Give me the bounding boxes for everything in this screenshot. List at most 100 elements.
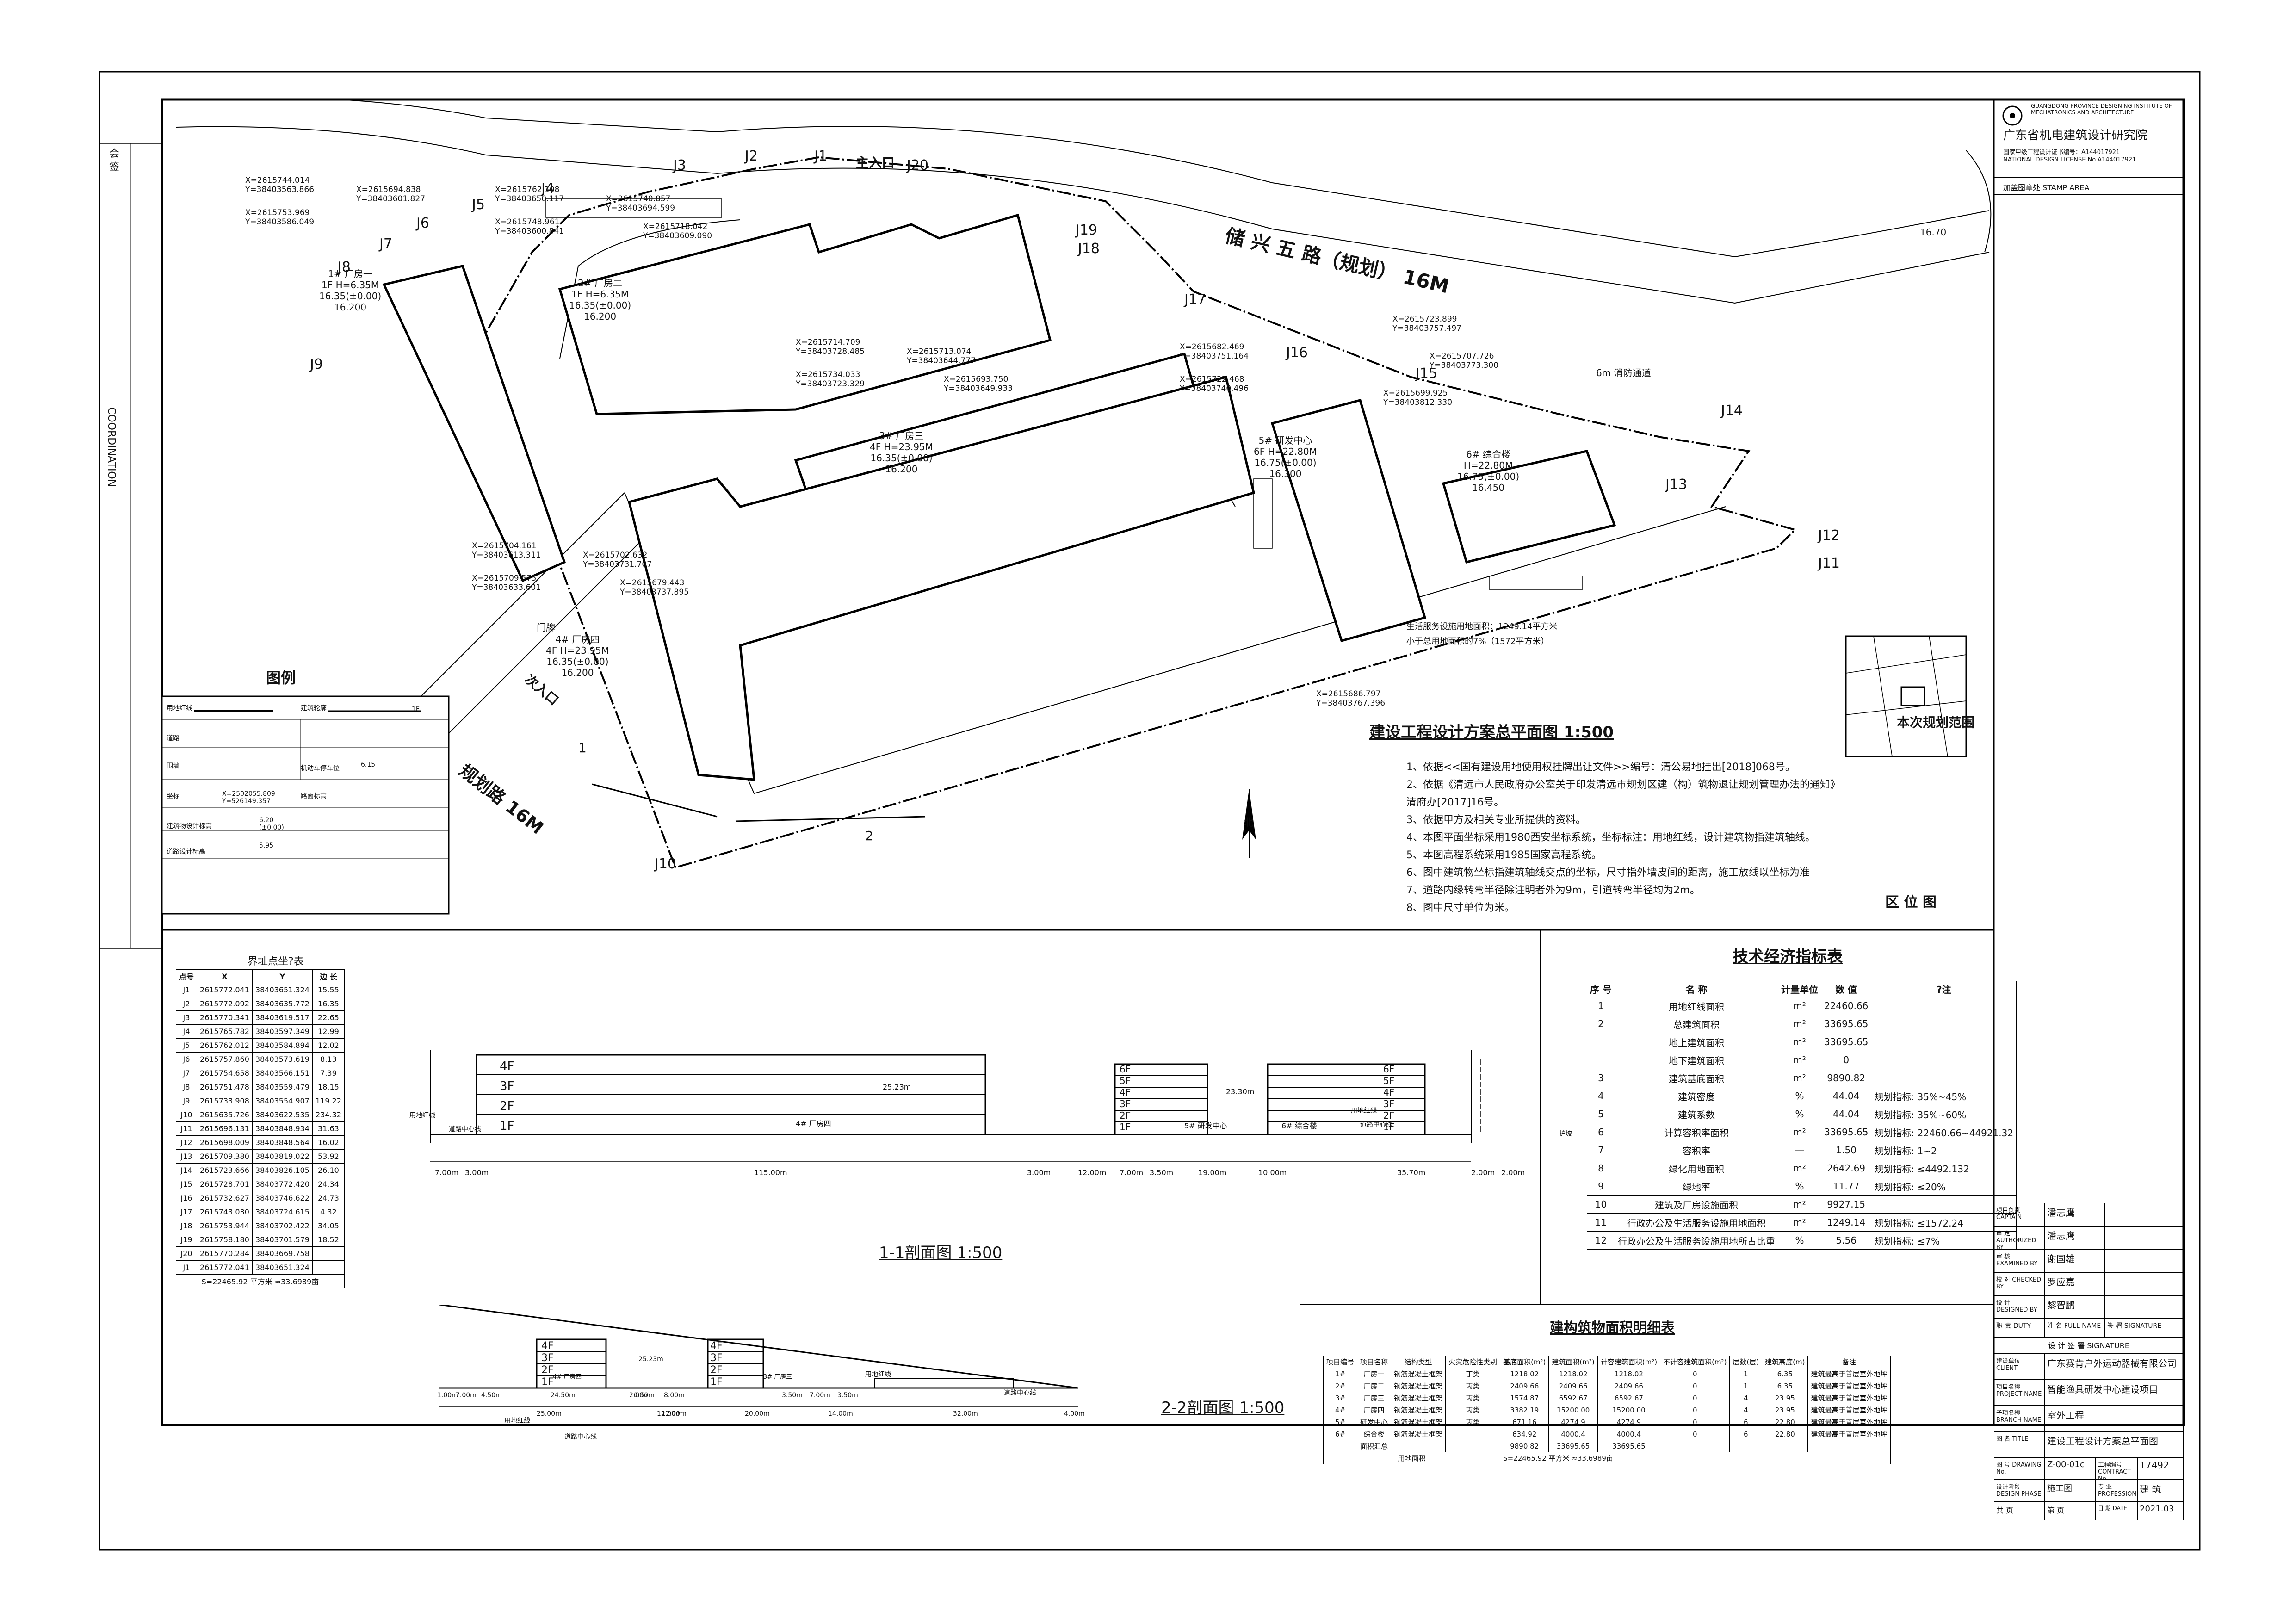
boundary-cell: 2615758.180 — [197, 1233, 253, 1247]
legend-item: 用地红线 — [167, 705, 192, 712]
boundary-point-j15: J15 — [1416, 365, 1438, 382]
building-cell — [1445, 1440, 1501, 1452]
building-cell: 丁类 — [1445, 1368, 1501, 1380]
building-cell: 634.92 — [1500, 1428, 1549, 1440]
tech-cell: 44.04 — [1820, 1087, 1872, 1105]
boundary-cell: J2 — [175, 997, 198, 1011]
tech-cell: 规划指标: 35%~60% — [1871, 1105, 2017, 1123]
tech-cell: 33695.65 — [1820, 1033, 1872, 1051]
tech-header: 计量单位 — [1777, 981, 1821, 997]
section2-dim: 3.50m — [837, 1392, 858, 1399]
building-cell: 15200.00 — [1597, 1404, 1661, 1416]
note-line: 7、道路内缘转弯半径除注明者外为9m，引道转弯半径均为2m。 — [1406, 885, 1700, 896]
boundary-point-j20: J20 — [907, 157, 929, 173]
boundary-cell: 2615762.012 — [197, 1038, 253, 1053]
boundary-cell: 2615696.131 — [197, 1121, 253, 1136]
boundary-cell: J3 — [175, 1010, 198, 1025]
tb-sign-title: 设 计 签 署 SIGNATURE — [1994, 1337, 2184, 1354]
tech-cell: 9890.82 — [1820, 1069, 1872, 1087]
tech-cell: 规划指标: ≤4492.132 — [1871, 1159, 2017, 1177]
section-1-1-title: 1-1剖面图 1:500 — [879, 1244, 1003, 1262]
tech-cell: m² — [1777, 1069, 1821, 1087]
tech-cell: 33695.65 — [1820, 1015, 1872, 1033]
section2-bldg-b: 3# 厂房三 — [763, 1374, 792, 1381]
tech-cell: — — [1777, 1141, 1821, 1159]
tech-cell: 33695.65 — [1820, 1123, 1872, 1141]
building-header: 建筑面积(m²) — [1548, 1356, 1598, 1368]
legend-item: 路面标高 — [301, 793, 327, 800]
note-line: 5、本图高程系统采用1985国家高程系统。 — [1406, 849, 1602, 861]
boundary-cell: 2615770.341 — [197, 1010, 253, 1025]
institute-license-en: NATIONAL DESIGN LICENSE No.A144017921 — [2003, 156, 2136, 163]
green-note-1: 生活服务设施用地面积：1249.14平方米 — [1406, 622, 1558, 632]
boundary-cell: 2615772.092 — [197, 997, 253, 1011]
site-plan — [162, 99, 1992, 915]
building-cell: 0 — [1660, 1428, 1730, 1440]
building-3-coord-1: X=2615734.033 Y=38403723.329 — [796, 370, 865, 389]
tb-contract: 17492 — [2137, 1457, 2184, 1480]
tech-cell — [1871, 1015, 2017, 1033]
tech-cell: m² — [1777, 1123, 1821, 1141]
building-cell: 钢筋混凝土框架 — [1391, 1380, 1446, 1392]
tb-role: 审 定 AUTHORIZED BY — [1994, 1226, 2045, 1249]
building-cell: 厂房二 — [1357, 1380, 1392, 1392]
tb-no-label: 图 号 DRAWING No. — [1994, 1457, 2045, 1480]
building-header: 不计容建筑面积(m²) — [1660, 1356, 1730, 1368]
section2-height: 25.23m — [638, 1356, 663, 1363]
building-cell: 建筑最高于首层室外地坪 — [1807, 1380, 1891, 1392]
boundary-cell: J14 — [175, 1163, 198, 1177]
building-header: 层数(层) — [1729, 1356, 1763, 1368]
tech-cell: 规划指标: 1~2 — [1871, 1141, 2017, 1159]
boundary-cell — [312, 1246, 345, 1261]
section2-floor-b: 3F — [710, 1352, 723, 1364]
tech-cell: 9927.15 — [1820, 1195, 1872, 1214]
boundary-cell: J20 — [175, 1246, 198, 1261]
section2-dim: 7.00m — [456, 1392, 477, 1399]
location-map-label: 区 位 图 — [1885, 894, 1937, 911]
tb-stage-label: 设计阶段 DESIGN PHASE — [1994, 1480, 2045, 1502]
boundary-cell: J15 — [175, 1177, 198, 1191]
section2-dim: 4.50m — [481, 1392, 502, 1399]
boundary-table-title: 界址点坐?表 — [248, 956, 304, 967]
section1-label: 用地红线 — [409, 1112, 435, 1119]
tech-cell — [1871, 1069, 2017, 1087]
section1-dim: 7.00m — [435, 1168, 459, 1177]
boundary-cell: 38403554.907 — [252, 1094, 313, 1108]
section1-dim: 115.00m — [754, 1168, 787, 1177]
building-cell: 0 — [1660, 1392, 1730, 1404]
section1-floor-label: 1F — [500, 1119, 514, 1133]
building-cell: 钢筋混凝土框架 — [1391, 1428, 1446, 1440]
boundary-cell: 12.99 — [312, 1024, 345, 1039]
tech-cell: 11.77 — [1820, 1177, 1872, 1196]
section2-label: 用地红线 — [865, 1371, 891, 1378]
gate-label: 门牌 — [537, 622, 555, 633]
tech-cell: m² — [1777, 1033, 1821, 1051]
tech-cell: % — [1777, 1087, 1821, 1105]
section2-floor-a: 1F — [541, 1376, 554, 1388]
north-label: 北 — [1244, 817, 1254, 829]
section1-bldg5-floor: 5F — [1120, 1075, 1131, 1086]
tech-cell: 绿化用地面积 — [1614, 1159, 1778, 1177]
boundary-cell: 38403622.535 — [252, 1108, 313, 1122]
boundary-cell: 38403724.615 — [252, 1205, 313, 1219]
tech-cell: 0 — [1820, 1051, 1872, 1069]
boundary-cell: 38403584.894 — [252, 1038, 313, 1053]
legend-item: 道路设计标高 — [167, 848, 205, 855]
tb-contract-label: 工程编号 CONTRACT No. — [2096, 1457, 2137, 1480]
section1-bldg5-label: 5# 研发中心 — [1184, 1121, 1227, 1130]
boundary-cell: 2615723.666 — [197, 1163, 253, 1177]
tb-stage: 施工图 — [2045, 1480, 2096, 1502]
section2-floor-a: 4F — [541, 1340, 554, 1352]
note-line: 1、依据<<国有建设用地使用权挂牌出让文件>>编号：清公易地挂出[2018]06… — [1406, 762, 1795, 773]
section1-bldg5-floor: 3F — [1120, 1098, 1131, 1109]
section2-dim: 0.50m — [634, 1392, 655, 1399]
tech-cell: m² — [1777, 1195, 1821, 1214]
building-6-coord-1: X=2615699.925 Y=38403812.330 — [1383, 389, 1453, 407]
building-3-coord-2: X=2615714.709 Y=38403728.485 — [796, 338, 865, 356]
tech-cell: 2642.69 — [1820, 1159, 1872, 1177]
